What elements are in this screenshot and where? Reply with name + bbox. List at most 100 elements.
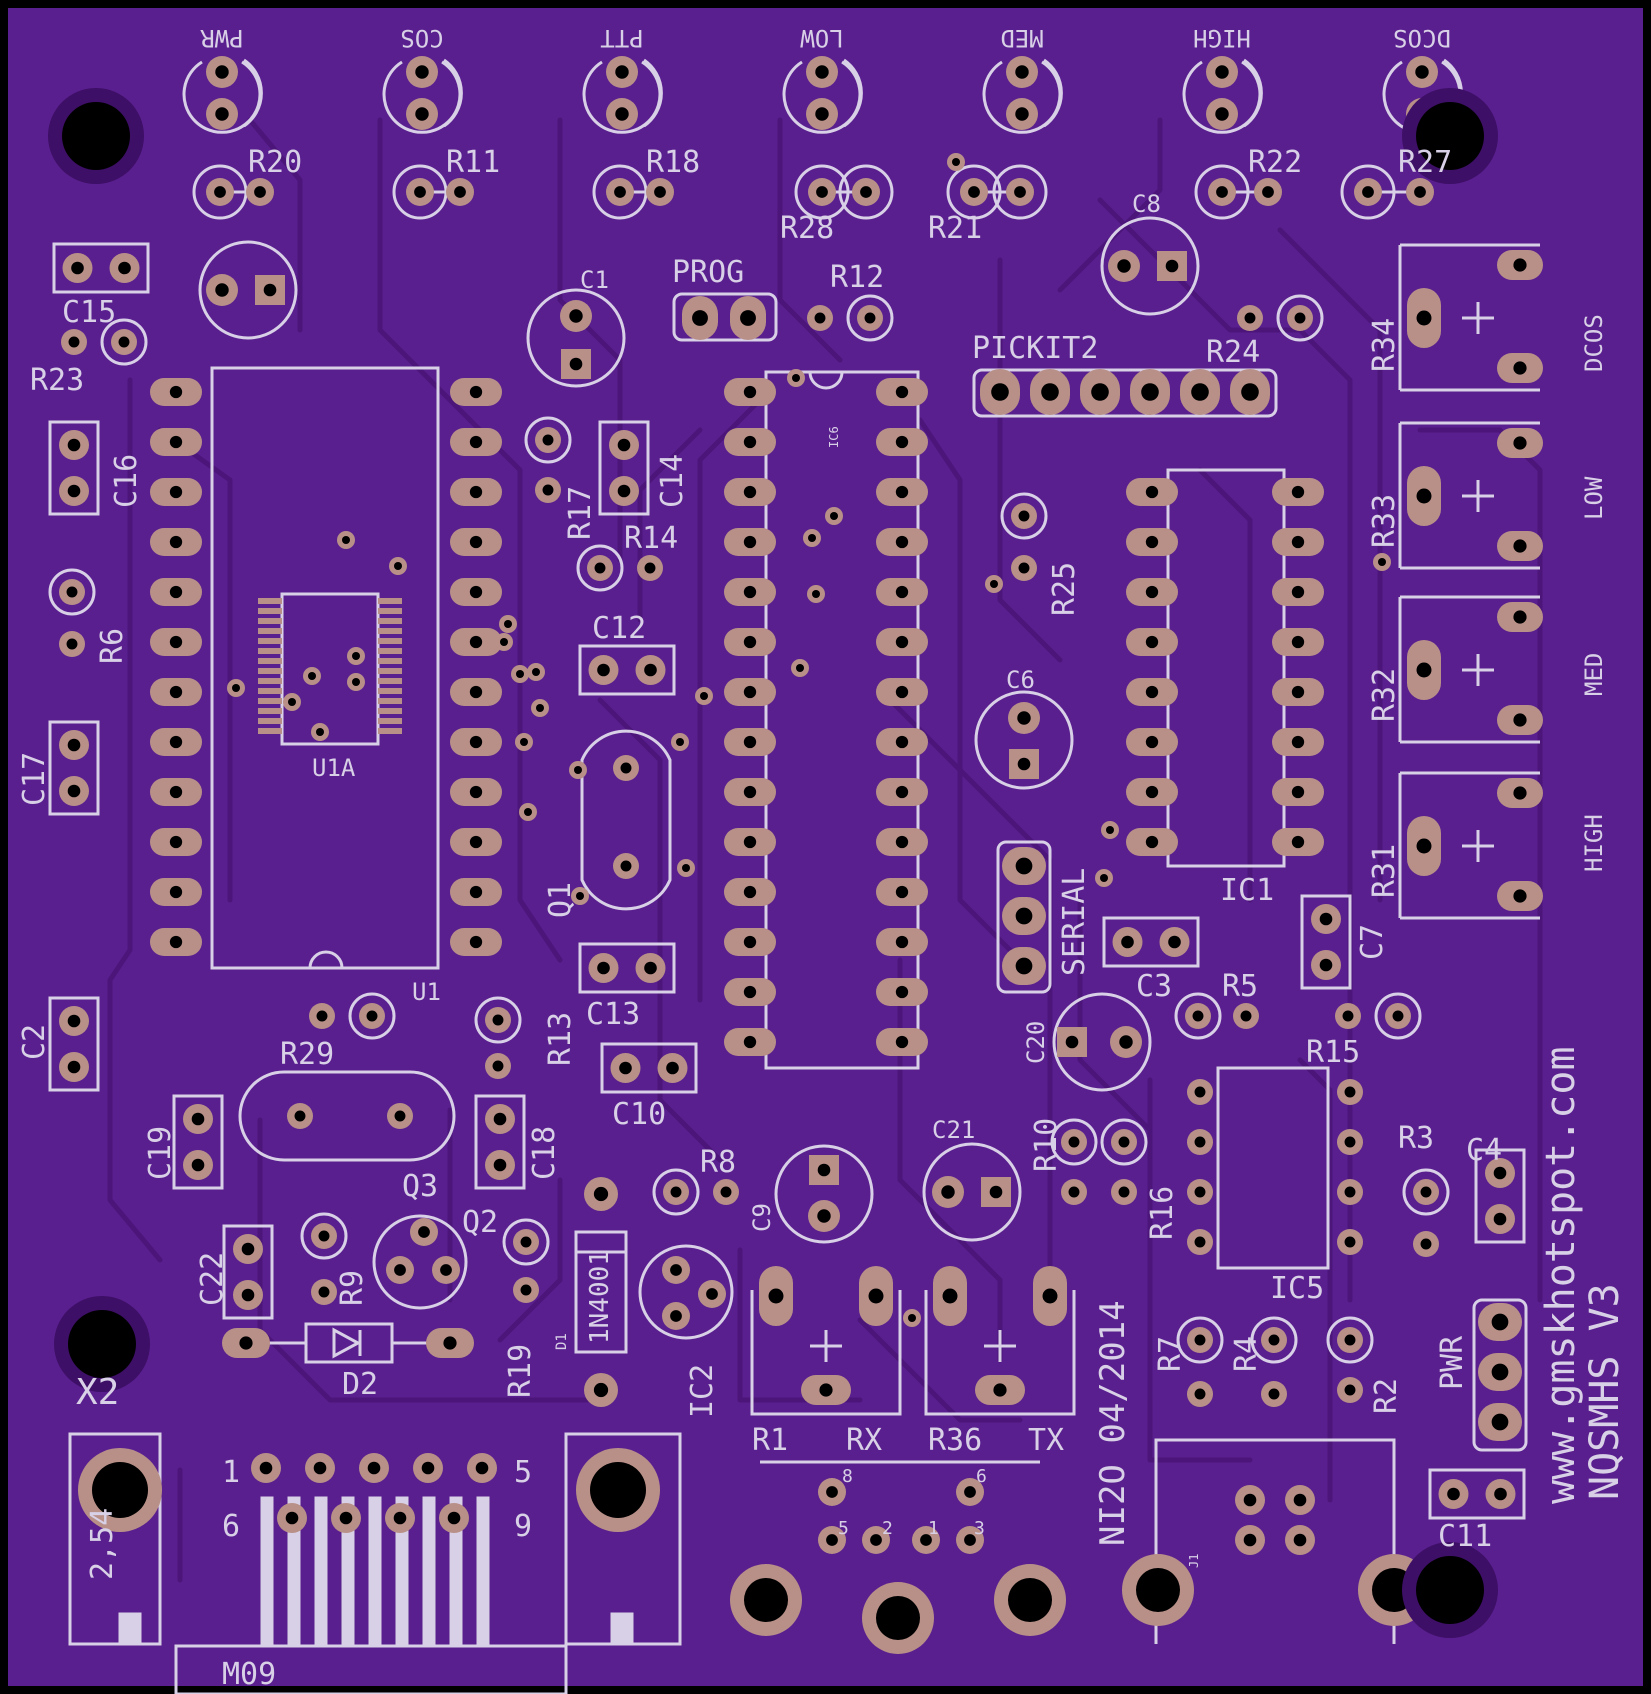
- ic-u1-pad-drill: [169, 785, 183, 799]
- regulator-ic2-outline: [638, 1244, 734, 1340]
- copper-trace: [777, 117, 843, 363]
- header-prog: [672, 292, 778, 342]
- via-drill: [288, 698, 296, 706]
- ic-u1-pad-drill: [469, 735, 483, 749]
- led-label-dcos: DCOS: [1393, 24, 1451, 52]
- ref-ic6: IC6: [827, 426, 841, 448]
- ref-r9: R9: [335, 1270, 370, 1306]
- ecap-pad-square-drill: [1017, 757, 1031, 771]
- resistor-pad-drill: [1018, 510, 1030, 522]
- ref-u1a: U1A: [312, 754, 356, 782]
- ic1-pad-drill: [1291, 535, 1305, 549]
- mounting-hole: [68, 1310, 136, 1378]
- trimpot-pad-drill: [1416, 838, 1432, 854]
- smd-pad: [378, 708, 402, 714]
- resistor-pad-drill: [1244, 312, 1256, 324]
- via-drill: [308, 672, 316, 680]
- pot-pad-drill: [868, 1288, 884, 1304]
- resistor-r29: [348, 992, 396, 1040]
- diode-pad-drill: [593, 1382, 609, 1398]
- smd-pad: [258, 728, 282, 734]
- ic5-pad-drill: [1194, 1086, 1206, 1098]
- smd-pad: [378, 718, 402, 724]
- copper-trace: [1297, 1057, 1333, 1503]
- mounting-holes: [48, 88, 1498, 1638]
- ref-c3: C3: [1136, 969, 1172, 1004]
- via-drill: [990, 580, 998, 588]
- resistor-pad-drill: [1262, 186, 1274, 198]
- ref-r8: R8: [700, 1145, 736, 1180]
- capacitor-c13: [578, 942, 676, 994]
- header-pad-drill: [1491, 1413, 1509, 1431]
- resistor-pad-drill: [68, 336, 80, 348]
- ic-u1-pad-drill: [469, 685, 483, 699]
- cap-pad-drill: [191, 1158, 205, 1172]
- dsub-finger: [287, 1496, 301, 1646]
- capacitor-c10: [600, 1042, 698, 1094]
- jack-j1-outline: [1154, 1438, 1396, 1644]
- resistor-pad-drill: [542, 434, 554, 446]
- smd-pad: [258, 618, 282, 624]
- din-pin-1: 1: [928, 1518, 939, 1539]
- trimpot-pad-drill: [1513, 539, 1527, 553]
- led-pad-drill: [1015, 107, 1029, 121]
- ref-c4: C4: [1466, 1133, 1502, 1168]
- capacitor-c17: [48, 720, 100, 816]
- ecap-pad-drill: [215, 283, 229, 297]
- ref-pitch: 2,54: [85, 1508, 120, 1580]
- capacitor-c8: [1100, 216, 1200, 316]
- ref-d2: D2: [342, 1367, 378, 1402]
- trimpot-pad-drill: [1416, 488, 1432, 504]
- resistor-r15: [1374, 992, 1422, 1040]
- ic1-pad-drill: [1145, 585, 1159, 599]
- header-pad-drill: [740, 310, 756, 326]
- ic1-pad-drill: [1145, 735, 1159, 749]
- smd-pad: [258, 628, 282, 634]
- dsub-finger: [449, 1496, 463, 1646]
- resistor-r12: [846, 294, 894, 342]
- smd-pad: [378, 618, 402, 624]
- led-pad-drill: [215, 65, 229, 79]
- resistor-pad-drill: [254, 186, 266, 198]
- via-drill: [232, 684, 240, 692]
- din-pin-6: 6: [976, 1466, 987, 1487]
- resistor-r14: [576, 544, 624, 592]
- ic1-pad-drill: [1291, 585, 1305, 599]
- ref-r22: R22: [1248, 145, 1302, 180]
- pot-pad-drill: [819, 1383, 833, 1397]
- resistor-pad-drill: [1194, 1388, 1206, 1400]
- resistor-pad-drill: [66, 638, 78, 650]
- resistor-outline: [838, 164, 894, 220]
- ic6-pad-drill: [895, 985, 909, 999]
- ref-r21: R21: [928, 211, 982, 246]
- smd-pad: [258, 598, 282, 604]
- dsub-pin-6: 6: [222, 1509, 240, 1544]
- ref-r24: R24: [1206, 335, 1260, 370]
- ic6-pad-drill: [895, 585, 909, 599]
- trimpot-pad-drill: [1513, 610, 1527, 624]
- resistor-pad-drill: [1068, 1186, 1080, 1198]
- resistor-pad-drill: [1414, 186, 1426, 198]
- cap-pad-drill: [118, 261, 131, 275]
- capacitor-c1: [526, 288, 626, 388]
- dsub-pin-pad-drill: [393, 1511, 407, 1525]
- resistor-r19: [502, 1218, 550, 1266]
- ref-m09: M09: [222, 1657, 276, 1692]
- ic1-pad-drill: [1291, 835, 1305, 849]
- resistor-pad-drill: [670, 1186, 682, 1198]
- ic1-pad-drill: [1145, 785, 1159, 799]
- ic1-pad-drill: [1145, 685, 1159, 699]
- capacitor-c9: [774, 1144, 874, 1244]
- ecap-pad-drill: [1117, 259, 1131, 273]
- pot-pad-drill: [942, 1288, 958, 1304]
- cap-pad-drill: [493, 1112, 507, 1126]
- resistor-r8: [652, 1168, 700, 1216]
- resistor-pad-drill: [520, 1284, 532, 1296]
- led-label-med: MED: [1000, 24, 1043, 52]
- ref-c20: C20: [1022, 1021, 1050, 1064]
- trimpot-wiper: [1462, 654, 1494, 686]
- ref-pwr: PWR: [1435, 1335, 1470, 1390]
- ic1-pad-drill: [1291, 735, 1305, 749]
- ic6-pad-drill: [895, 435, 909, 449]
- via-drill: [520, 738, 528, 746]
